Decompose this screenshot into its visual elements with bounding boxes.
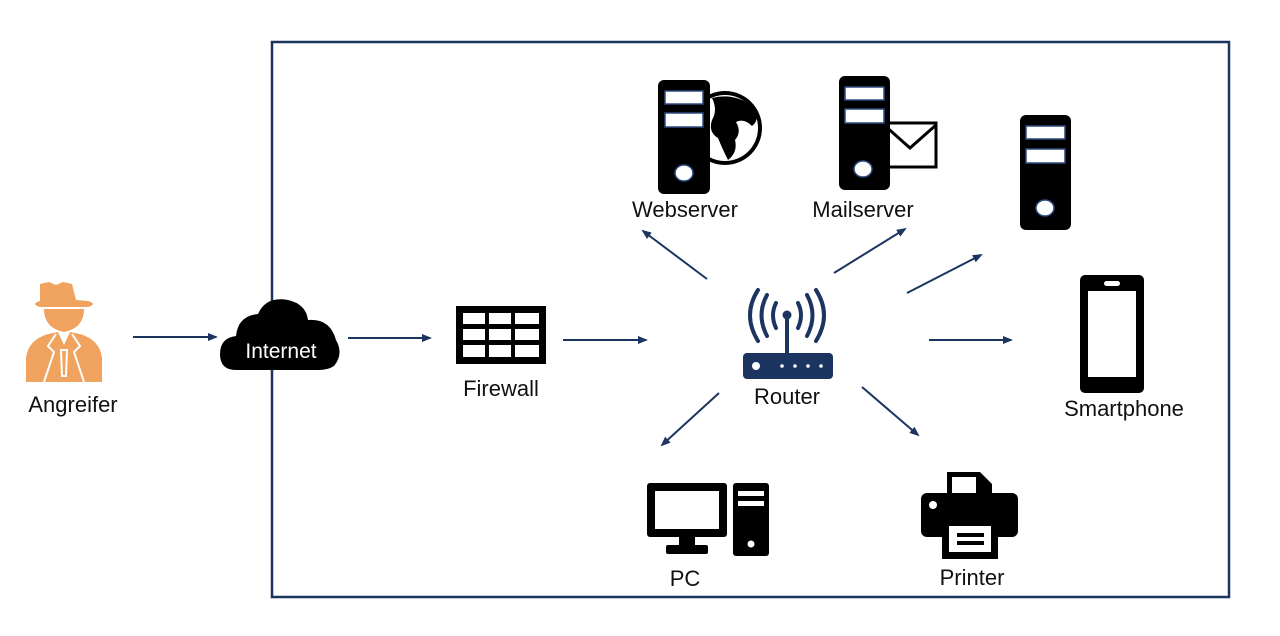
edge-router-webserver [641,229,708,280]
server-icon [1020,115,1071,230]
attacker-label: Angreifer [28,392,117,417]
firewall-icon [456,306,546,364]
pc-icon [647,483,769,556]
edge-router-server [906,254,983,294]
printer-icon [921,472,1018,559]
edge-router-mailserver [833,227,907,274]
node-router[interactable]: Router [743,288,833,409]
edges [133,227,1013,447]
node-printer[interactable]: Printer [921,472,1018,590]
node-internet[interactable]: Internet [220,299,340,370]
router-icon [743,288,833,379]
node-pc[interactable]: PC [647,483,769,591]
node-attacker[interactable]: Angreifer [26,282,118,417]
smartphone-icon [1080,275,1144,393]
node-server[interactable] [1020,115,1071,230]
mailserver-icon [839,76,938,190]
printer-label: Printer [940,565,1005,590]
pc-label: PC [670,566,701,591]
webserver-icon [658,80,762,194]
node-firewall[interactable]: Firewall [456,306,546,401]
edge-router-pc [660,392,720,447]
node-mailserver[interactable]: Mailserver [812,76,938,222]
internet-label: Internet [245,340,316,363]
node-webserver[interactable]: Webserver [632,80,762,222]
mailserver-label: Mailserver [812,197,913,222]
hacker-icon [26,282,102,382]
router-label: Router [754,384,820,409]
smartphone-label: Smartphone [1064,396,1184,421]
cloud-icon [220,299,340,370]
firewall-label: Firewall [463,376,539,401]
edge-router-printer [861,386,920,437]
node-smartphone[interactable]: Smartphone [1064,275,1184,421]
webserver-label: Webserver [632,197,738,222]
